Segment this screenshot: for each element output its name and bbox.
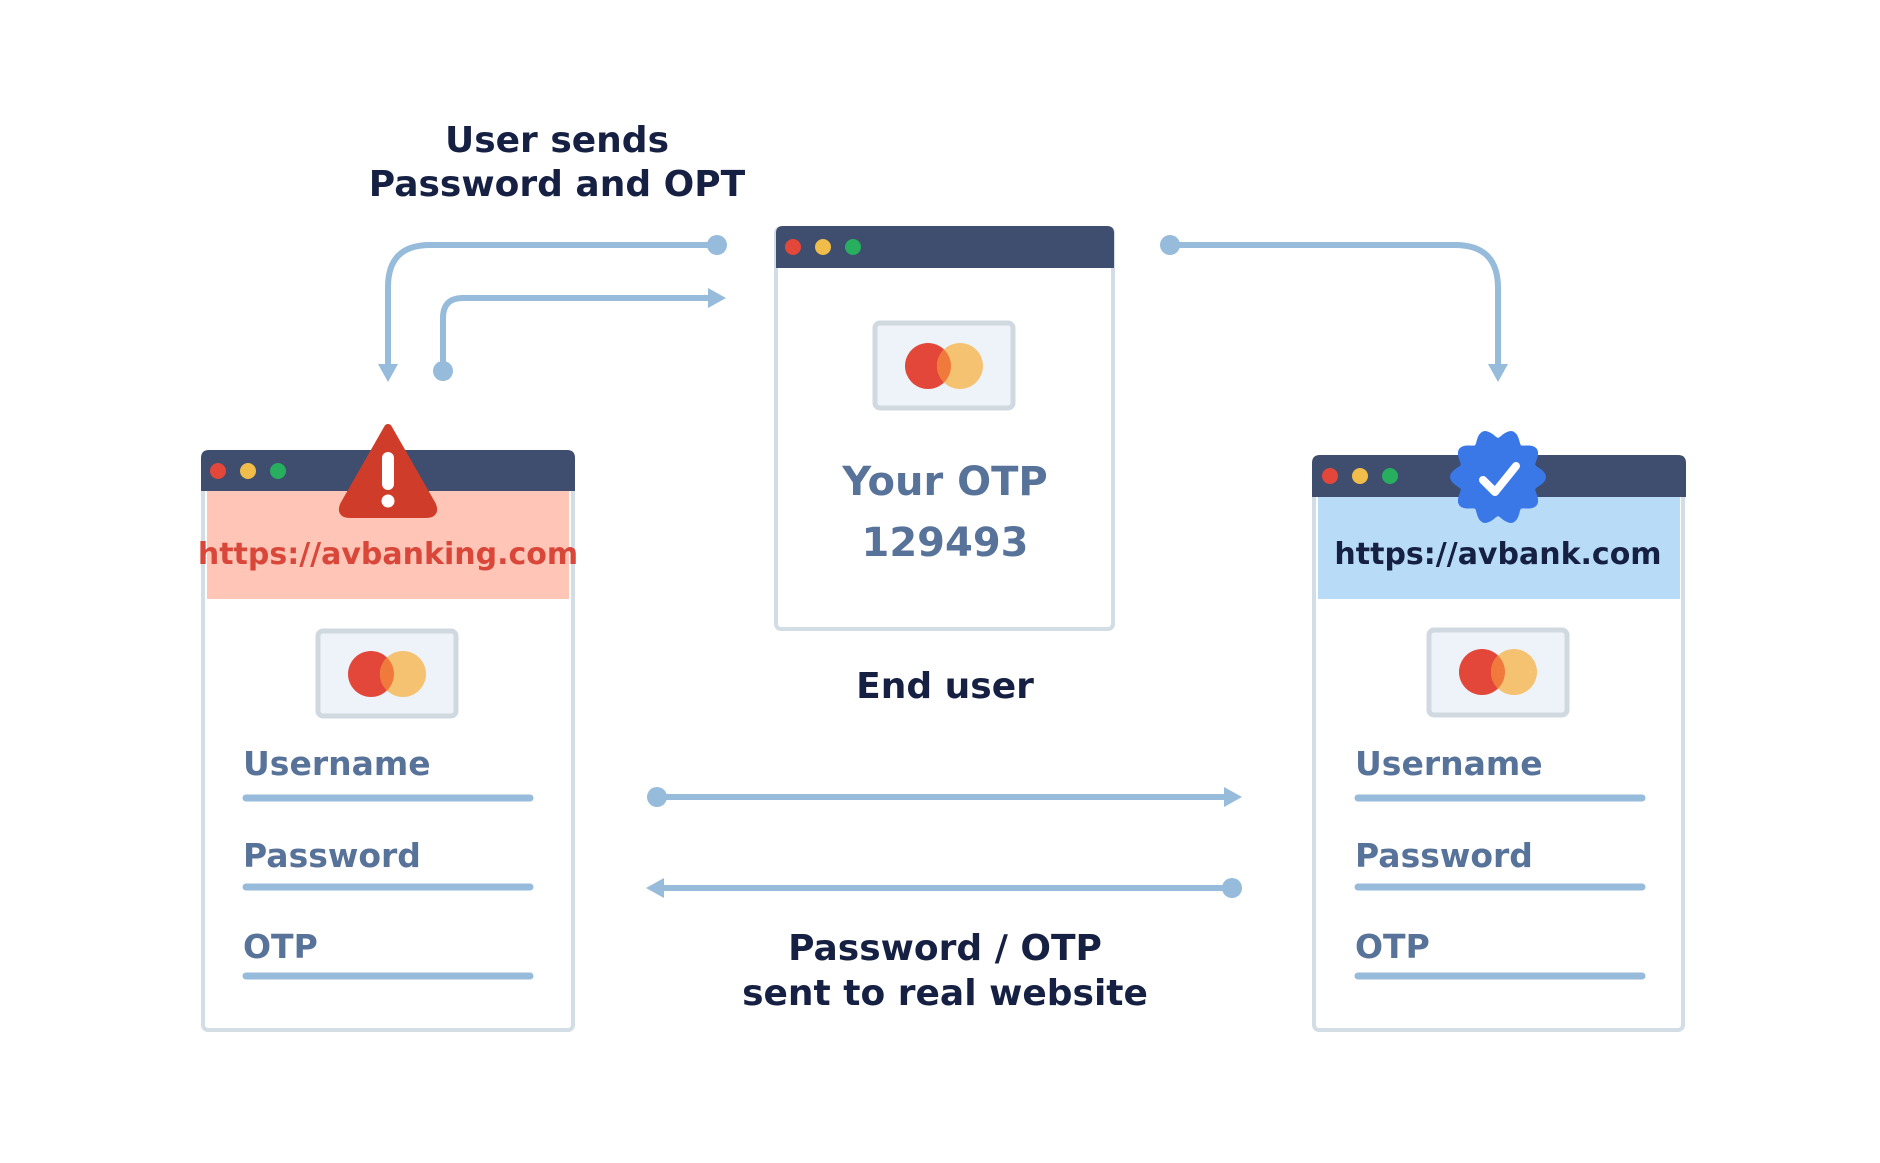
password-label: Password [1355,836,1533,875]
arrow-end-user-to-real-site [1160,235,1508,382]
window-maximize-dot [1382,468,1398,484]
window-minimize-dot [815,239,831,255]
fake-site-window: https://avbanking.com Username Password … [198,424,578,1032]
window-close-dot [1322,468,1338,484]
window-maximize-dot [270,463,286,479]
arrow-end-user-to-fake-site [378,235,727,382]
real-site-window: https://avbank.com Username Password OTP [1312,431,1686,1032]
warning-triangle-icon [338,424,438,518]
card-logo-icon [872,320,1016,411]
verified-badge-icon [1450,431,1546,523]
otp-title: Your OTP [841,459,1048,505]
bottom-label-line1: Password / OTP [788,928,1102,969]
otp-code: 129493 [862,520,1029,566]
top-label-line1: User sends [445,120,669,161]
card-logo-icon [1426,627,1570,718]
username-label: Username [1355,744,1543,783]
arrow-fake-site-to-real-site [647,787,1242,807]
end-user-caption: End user [856,666,1034,707]
window-minimize-dot [1352,468,1368,484]
username-label: Username [243,744,431,783]
bottom-label-line2: sent to real website [742,973,1148,1014]
fake-url: https://avbanking.com [198,537,578,572]
window-minimize-dot [240,463,256,479]
window-close-dot [785,239,801,255]
password-label: Password [243,836,421,875]
arrow-real-site-to-fake-site [646,878,1242,898]
arrow-fake-site-to-end-user [433,288,726,381]
top-label-line2: Password and OPT [369,164,746,205]
end-user-window: Your OTP 129493 [774,226,1115,631]
card-logo-icon [315,628,459,719]
window-maximize-dot [845,239,861,255]
window-close-dot [210,463,226,479]
real-url: https://avbank.com [1334,537,1661,572]
otp-label: OTP [1355,927,1430,966]
otp-label: OTP [243,927,318,966]
